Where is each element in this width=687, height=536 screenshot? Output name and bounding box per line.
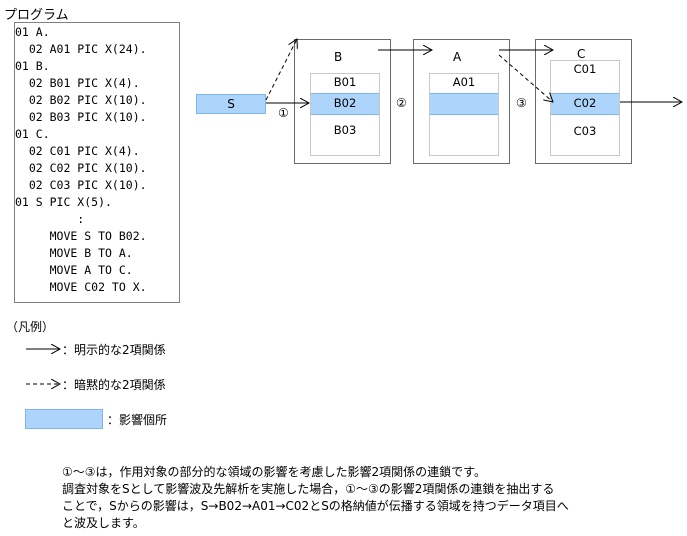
program-line: 02 B02 PIC X(10). bbox=[15, 93, 147, 107]
field-a01: A01 bbox=[452, 75, 476, 89]
legend-explicit-label: ：明示的な2項関係 bbox=[62, 343, 166, 357]
field-c02: C02 bbox=[551, 93, 619, 115]
note-line: 調査対象をSとして影響波及先解析を実施した場合，①～③の影響2項関係の連鎖を抽出… bbox=[62, 482, 555, 496]
field-b03: B03 bbox=[333, 123, 357, 137]
program-line: MOVE B TO A. bbox=[15, 246, 133, 260]
legend-impact-swatch bbox=[25, 409, 103, 429]
explanation-note: ①～③は，作用対象の部分的な領域の影響を考慮した影響2項関係の連鎖です。 調査対… bbox=[62, 464, 662, 532]
program-line: MOVE C02 TO X. bbox=[15, 280, 147, 294]
program-line: MOVE A TO C. bbox=[15, 263, 133, 277]
record-b-fields: B01 B02 B03 bbox=[310, 73, 380, 156]
program-line: 01 A. bbox=[15, 25, 50, 39]
program-listing: 01 A. 02 A01 PIC X(24). 01 B. 02 B01 PIC… bbox=[14, 22, 180, 303]
step-marker-3: ③ bbox=[516, 96, 527, 110]
step-marker-1: ① bbox=[278, 106, 289, 120]
arrow-a-to-c02-implicit bbox=[498, 54, 553, 102]
program-line: : bbox=[15, 212, 85, 226]
field-b02: B02 bbox=[311, 93, 379, 115]
note-line: と波及します。 bbox=[62, 516, 145, 530]
note-line: ことで，Sからの影響は，S→B02→A01→C02とSの格納値が伝播する領域を持… bbox=[62, 499, 569, 513]
note-line: ①～③は，作用対象の部分的な領域の影響を考慮した影響2項関係の連鎖です。 bbox=[62, 465, 486, 479]
record-b-label: B bbox=[334, 50, 343, 64]
arrow-s-to-b-implicit bbox=[265, 39, 297, 101]
field-c01: C01 bbox=[573, 62, 597, 76]
field-c03: C03 bbox=[573, 124, 597, 138]
legend-implicit-label: ：暗黙的な2項関係 bbox=[62, 378, 166, 392]
program-line: 01 B. bbox=[15, 59, 50, 73]
program-line: MOVE S TO B02. bbox=[15, 229, 147, 243]
program-title: プログラム bbox=[4, 8, 69, 23]
field-a01-highlight bbox=[430, 93, 498, 115]
program-line: 02 C02 PIC X(10). bbox=[15, 161, 147, 175]
record-a-label: A bbox=[453, 50, 462, 64]
program-line: 02 B01 PIC X(4). bbox=[15, 76, 140, 90]
record-c-label: C bbox=[577, 47, 586, 61]
program-line: 02 C01 PIC X(4). bbox=[15, 144, 140, 158]
program-line: 02 A01 PIC X(24). bbox=[15, 42, 147, 56]
s-label: S bbox=[227, 97, 235, 111]
program-line: 02 B03 PIC X(10). bbox=[15, 110, 147, 124]
legend-impact-label: ：影響個所 bbox=[107, 413, 168, 427]
step-marker-2: ② bbox=[396, 96, 407, 110]
program-line: 01 C. bbox=[15, 127, 50, 141]
record-c-fields: C01 C02 C03 bbox=[550, 60, 620, 156]
program-line: 01 S PIC X(5). bbox=[15, 195, 112, 209]
s-field: S bbox=[196, 94, 266, 114]
record-a-fields: A01 bbox=[429, 73, 499, 156]
field-b01: B01 bbox=[333, 75, 357, 89]
legend-header: （凡例） bbox=[6, 320, 55, 334]
program-line: 02 C03 PIC X(10). bbox=[15, 178, 147, 192]
